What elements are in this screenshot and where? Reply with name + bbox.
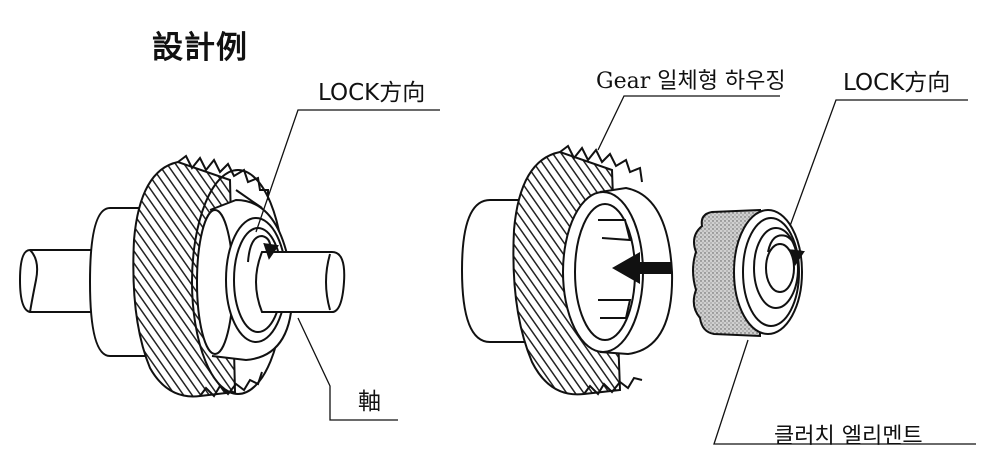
- shaft-left-segment: [18, 249, 98, 313]
- right-assembly: [460, 144, 803, 396]
- shaft-right-segment: [255, 251, 346, 313]
- shaft-label: 軸: [358, 389, 381, 415]
- rotation-arrow-left: [247, 234, 280, 263]
- figure-title: 設計例: [152, 30, 248, 66]
- lock-direction-label-left: LOCK方向: [318, 80, 426, 106]
- gear-housing-label: Gear 일체형 하우징: [596, 69, 786, 94]
- leader-lines-left: [255, 109, 440, 421]
- leader-lines-right: [597, 95, 976, 445]
- clutch-element-label: 클러치 엘리멘트: [774, 424, 923, 449]
- lock-direction-label-right: LOCK方向: [843, 70, 951, 96]
- clutch-element: [692, 208, 803, 338]
- left-assembly: [18, 154, 346, 398]
- insertion-arrow: [612, 252, 672, 284]
- rotation-arrow-right: [767, 234, 805, 266]
